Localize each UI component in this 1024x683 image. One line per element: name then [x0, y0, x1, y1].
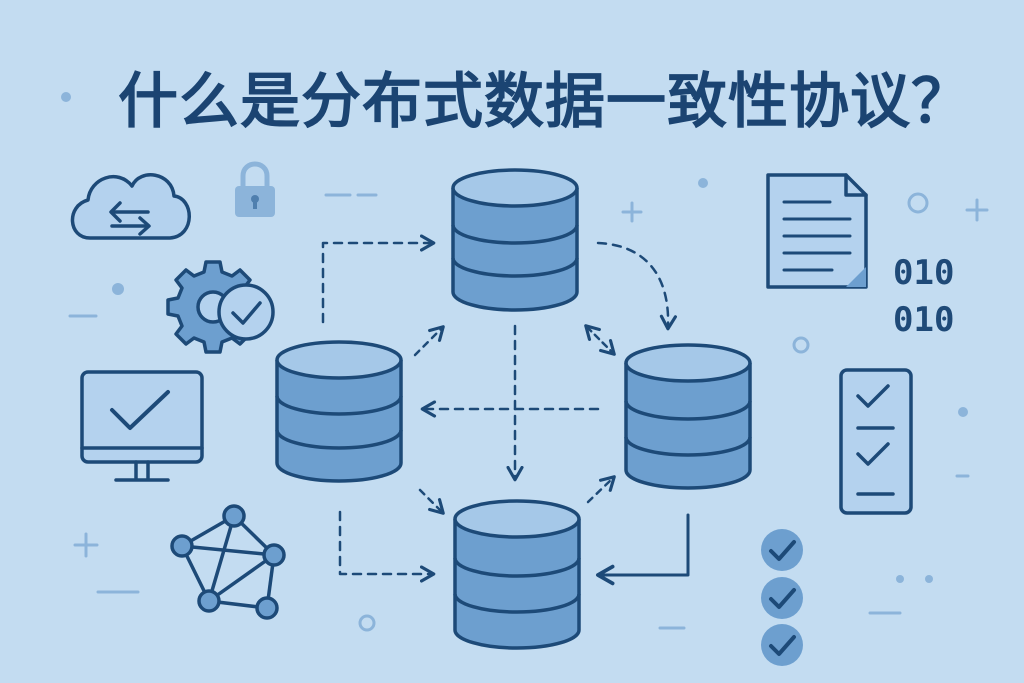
- gear-check-icon: [166, 260, 275, 354]
- cloud-sync-icon: [70, 173, 191, 240]
- right-database: [624, 343, 752, 490]
- bottom-database: [453, 499, 581, 650]
- arrow-right-diag-double: [584, 324, 616, 356]
- arrow-top-to-right: [596, 241, 677, 331]
- arrow-left-to-top: [321, 234, 436, 324]
- arrow-right-diag-down: [586, 475, 616, 504]
- connectors: [321, 234, 690, 586]
- arrow-right-to-bottom: [596, 513, 690, 586]
- document-icon: [766, 173, 868, 289]
- binary-icon: 010: [893, 253, 955, 293]
- arrow-left-to-bottom: [338, 510, 436, 583]
- network-graph-icon: [170, 504, 286, 620]
- checklist-icon: [839, 368, 913, 515]
- arrow-left-diag-down: [418, 488, 445, 515]
- binary-icon: 010: [893, 300, 955, 340]
- check-badge-icon: [761, 529, 803, 666]
- padlock-icon: [235, 161, 275, 217]
- top-database: [451, 168, 579, 312]
- decorations: [61, 92, 989, 632]
- page-title: 什么是分布式数据一致性协议？: [118, 67, 972, 137]
- arrow-left-diag-up: [413, 325, 445, 357]
- left-database: [275, 340, 403, 483]
- monitor-check-icon: [80, 370, 204, 482]
